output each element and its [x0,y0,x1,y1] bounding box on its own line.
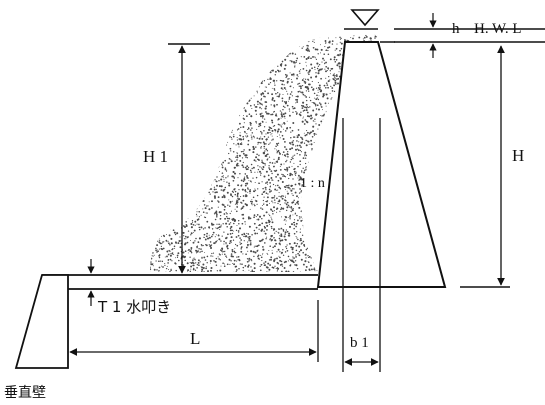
L-label: L [190,329,201,348]
vertical-wall-label: 垂直壁 [4,385,46,401]
b1-label: b 1 [350,335,369,351]
H1-label: H 1 [143,147,169,166]
hwl-lines [344,28,545,43]
slope-label: 1 : n [300,176,325,191]
H1-dimension [168,43,210,274]
b1-dimension [342,118,381,372]
H-dimension [460,45,510,288]
h-label: h [452,21,460,37]
L-dimension [69,300,319,362]
H-label: H [512,146,525,165]
T1-apron-label: T 1 水叩き [98,298,172,316]
dam-body [316,41,447,288]
apron-slab [42,274,318,290]
vertical-wall [14,274,69,369]
inverted-triangle-icon [350,9,380,27]
hwl-label: H. W. L [474,21,522,37]
